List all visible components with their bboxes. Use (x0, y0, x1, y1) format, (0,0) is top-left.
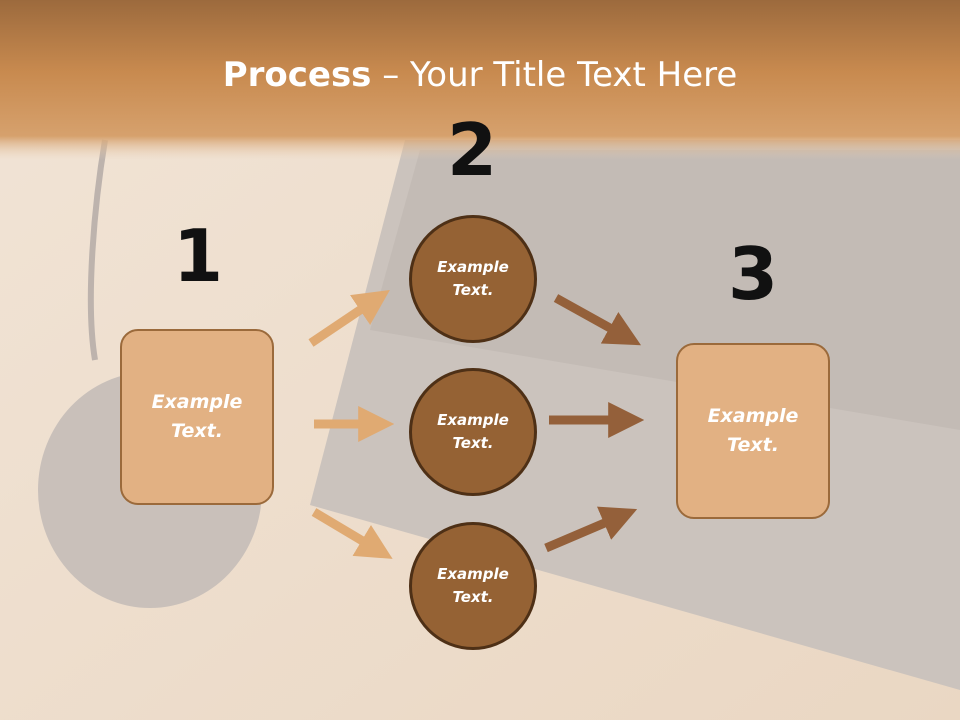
circle-middle: Example Text. (409, 368, 537, 496)
step-number-1: 1 (172, 214, 224, 298)
arrow-bottom-to-3 (544, 506, 638, 553)
arrow-1-to-bottom (311, 508, 393, 559)
step-box-1-label: Example Text. (151, 391, 243, 442)
arrow-1-to-top (308, 289, 390, 347)
step-number-3: 3 (727, 232, 779, 316)
step-box-1: Example Text. (120, 329, 274, 505)
title-rest: – Your Title Text Here (371, 55, 738, 95)
circle-top: Example Text. (409, 215, 537, 343)
arrow-top-to-3 (553, 294, 642, 346)
header-band (0, 0, 960, 160)
circle-top-label: Example Text. (437, 258, 509, 299)
slide-title: Process – Your Title Text Here (0, 52, 960, 98)
title-bold: Process (222, 55, 372, 95)
circle-middle-label: Example Text. (437, 411, 509, 452)
circle-bottom-label: Example Text. (437, 565, 509, 606)
step-box-3-label: Example Text. (707, 405, 799, 456)
circle-bottom: Example Text. (409, 522, 537, 650)
step-box-3: Example Text. (676, 343, 830, 519)
step-number-2: 2 (446, 108, 498, 192)
